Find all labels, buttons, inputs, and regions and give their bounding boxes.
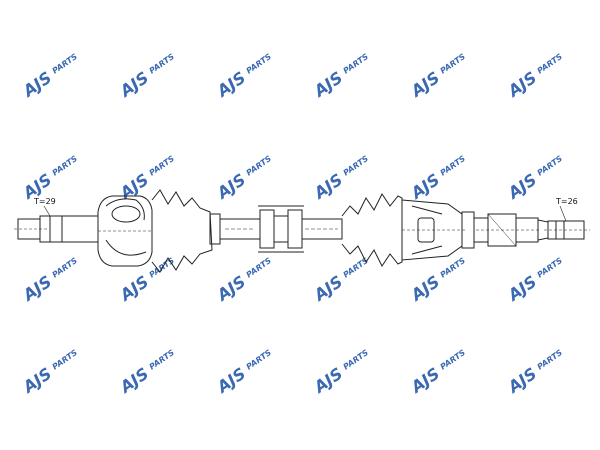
inner-cv-boot <box>341 193 403 267</box>
outer-cv-boot <box>151 189 221 273</box>
right-label-leader <box>559 205 567 222</box>
right-spline-teeth-label: T=26 <box>555 197 578 206</box>
intermediate-shaft <box>473 213 540 247</box>
left-spline-end <box>14 215 99 243</box>
left-label-leader <box>43 205 51 217</box>
vibration-damper <box>258 205 343 253</box>
main-shaft <box>219 218 261 240</box>
outer-cv-joint <box>97 195 153 267</box>
left-spline-teeth-label: T=29 <box>33 197 56 206</box>
right-spline-end <box>537 219 590 241</box>
inner-cv-joint <box>401 199 475 261</box>
